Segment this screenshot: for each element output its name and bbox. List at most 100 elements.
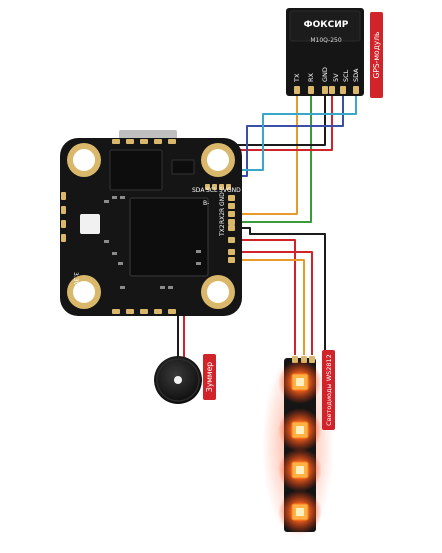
fc-pad-labels-side: TX2 RX2 R GND — [219, 192, 226, 237]
edge-pad — [112, 309, 120, 314]
led-cell-core — [296, 426, 304, 434]
gps-pin-label-5v: 5V — [332, 73, 340, 82]
fc-label-buzzer-minus: B- — [203, 200, 209, 207]
mounting-hole-center — [207, 149, 229, 171]
solder-pad[interactable] — [212, 184, 217, 190]
led-strip-pad — [309, 356, 315, 363]
led-cell-core — [296, 508, 304, 516]
fc-mcu-chip — [129, 197, 209, 277]
gps-tag: GPS-модуль — [372, 32, 381, 79]
solder-pad[interactable] — [228, 195, 235, 201]
edge-pad — [112, 139, 120, 144]
fc-chip-top — [109, 149, 163, 191]
wire-led-data — [232, 259, 305, 355]
solder-pad[interactable] — [205, 184, 210, 190]
fc-pad-label-gnd-b: GND — [219, 192, 226, 206]
solder-pad[interactable] — [228, 237, 235, 243]
smd-component — [196, 262, 201, 265]
solder-pad[interactable] — [228, 203, 235, 209]
gps-tag-bg — [370, 12, 383, 98]
wire-led-gnd — [232, 227, 326, 355]
fc-pad-label-r: R — [219, 208, 226, 212]
gps-model: M10Q-250 — [310, 37, 342, 44]
smd-component — [112, 196, 117, 199]
gps-pin-pad — [322, 86, 328, 94]
smd-component — [120, 196, 125, 199]
fc-pad-label-scl: SCL — [206, 187, 218, 194]
fc-voltage-label: 3.3V — [72, 272, 79, 287]
gps-pin-pad — [308, 86, 314, 94]
fc-pad-label-sda: SDA — [192, 187, 205, 194]
wire-gps-tx — [232, 94, 298, 215]
smd-component — [104, 200, 109, 203]
fc-pad-label-gnd: GND — [227, 187, 241, 194]
solder-pad[interactable] — [228, 225, 235, 231]
buzzer-tag-bg — [203, 354, 216, 400]
edge-pad — [140, 309, 148, 314]
buzzer-hole — [174, 376, 182, 384]
fc-small-chip — [171, 159, 195, 175]
mounting-hole-center — [207, 281, 229, 303]
smd-component — [104, 240, 109, 243]
mounting-hole-center — [73, 149, 95, 171]
smd-component — [160, 286, 165, 289]
gps-module-top-face — [289, 10, 361, 42]
flight-controller: SDA SCL 5V GND B- TX2 RX2 R GND 3.3V — [60, 130, 242, 316]
edge-pad — [140, 139, 148, 144]
gps-pin-label-gnd: GND — [321, 67, 329, 82]
gps-pin-pad — [294, 86, 300, 94]
led-strip: Светодиоды WS2812 — [262, 350, 335, 540]
edge-pad — [61, 192, 66, 200]
led-cell-core — [296, 466, 304, 474]
gps-pin-pad — [353, 86, 359, 94]
fc-pad-labels-top: SDA SCL 5V GND — [192, 187, 241, 194]
gps-pin-label-scl: SCL — [342, 69, 350, 82]
fc-pad-label-5v: 5V — [219, 187, 228, 194]
edge-pad — [126, 309, 134, 314]
edge-pad — [154, 309, 162, 314]
gps-pin-label-rx: RX — [307, 72, 315, 82]
edge-pad — [61, 234, 66, 242]
gps-pin-label-tx: TX — [293, 73, 301, 83]
wire-led-5v — [232, 239, 296, 355]
smd-component — [112, 252, 117, 255]
mounting-hole-center — [73, 281, 95, 303]
led-cells — [278, 360, 322, 534]
led-cell-core — [296, 378, 304, 386]
gps-pin-label-sda: SDA — [352, 68, 360, 82]
edge-pad — [168, 139, 176, 144]
wire-led-extra-red — [232, 251, 313, 355]
fc-pad-label-tx2: TX2 — [219, 224, 226, 237]
wire-gps-rx — [232, 94, 312, 223]
solder-pad[interactable] — [219, 184, 224, 190]
edge-pad — [154, 139, 162, 144]
fc-white-component — [80, 214, 100, 234]
smd-component — [196, 250, 201, 253]
smd-component — [120, 286, 125, 289]
solder-pad[interactable] — [228, 211, 235, 217]
buzzer-tag: Зуммер — [205, 362, 214, 392]
smd-component — [168, 286, 173, 289]
solder-pad[interactable] — [228, 249, 235, 255]
edge-pad — [126, 139, 134, 144]
buzzer-rim — [156, 358, 200, 402]
led-tag-bg — [322, 350, 335, 430]
fc-solder-pads[interactable] — [205, 184, 235, 263]
buzzer: Зуммер — [154, 354, 216, 404]
fc-smd-components — [61, 139, 201, 314]
led-tag: Светодиоды WS2812 — [325, 354, 333, 426]
solder-pad[interactable] — [228, 257, 235, 263]
solder-pad[interactable] — [228, 219, 235, 225]
gps-brand: ФОКСИР — [304, 20, 349, 30]
fc-pad-label-rx2: RX2 — [219, 212, 226, 224]
smd-component — [118, 262, 123, 265]
edge-pad — [61, 220, 66, 228]
solder-pad[interactable] — [226, 184, 231, 190]
gps-pin-pad — [329, 86, 335, 94]
edge-pad — [168, 309, 176, 314]
fc-mounting-holes — [67, 143, 235, 309]
